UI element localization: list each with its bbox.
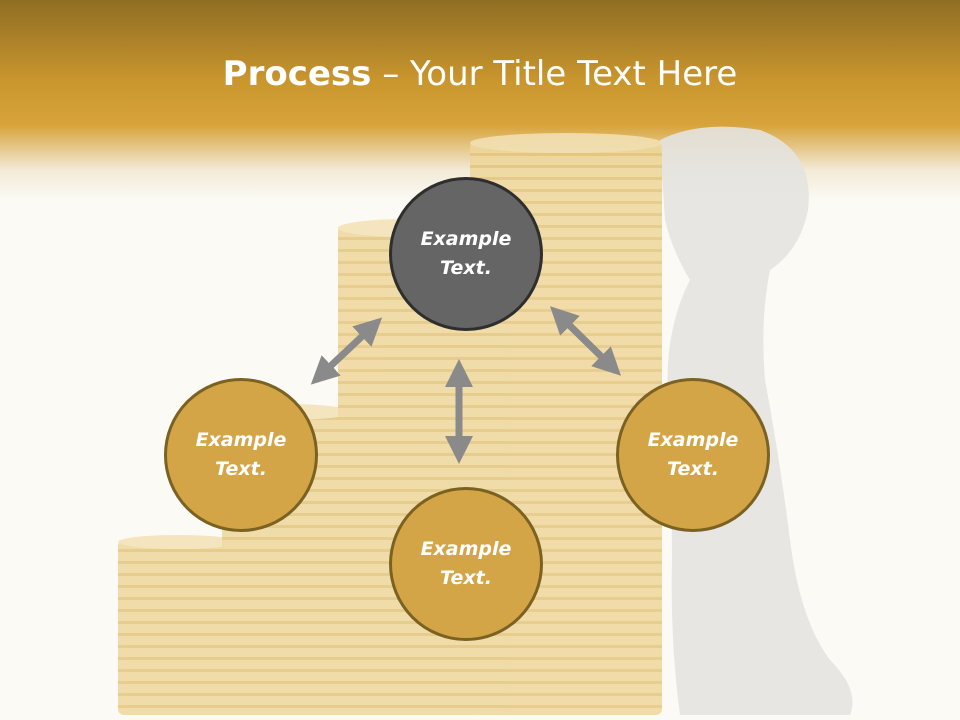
title-bold: Process <box>222 54 372 94</box>
arrow-left-diagonal <box>310 317 383 385</box>
arrow-right-diagonal <box>550 306 621 376</box>
node-left: Example Text. <box>164 378 318 532</box>
node-top-label: Example Text. <box>420 228 512 279</box>
title-separator: – <box>371 54 411 94</box>
node-bottom-label: Example Text. <box>420 538 512 589</box>
page-title: Process – Your Title Text Here <box>0 52 960 96</box>
node-right-label: Example Text. <box>647 429 739 480</box>
title-rest: Your Title Text Here <box>410 54 738 94</box>
node-left-label: Example Text. <box>195 429 287 480</box>
node-right: Example Text. <box>616 378 770 532</box>
node-top: Example Text. <box>389 177 543 331</box>
node-bottom: Example Text. <box>389 487 543 641</box>
